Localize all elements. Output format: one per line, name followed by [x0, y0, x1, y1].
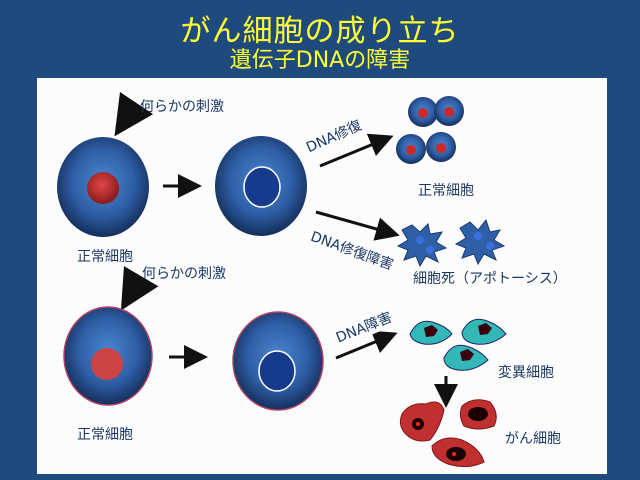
cancer-cells	[399, 399, 497, 468]
repair-failure-arrow	[315, 210, 400, 241]
apoptotic-cells	[396, 218, 506, 268]
damaged-nucleus	[243, 166, 281, 208]
normal-nucleus	[87, 172, 119, 204]
normal-cell-label-bottom: 正常細胞	[77, 427, 133, 443]
repaired-cells-label: 正常細胞	[418, 183, 474, 199]
normal-cell-bottom	[63, 306, 153, 406]
stimulus-label-top: 何らかの刺激	[140, 99, 224, 115]
normal-cell-label-top: 正常細胞	[77, 249, 133, 265]
mutant-cell-label: 変異細胞	[498, 365, 554, 381]
slide-subtitle: 遺伝子DNAの障害	[229, 48, 411, 73]
damage-arrow	[335, 330, 398, 360]
stimulus-arrow-top	[114, 91, 154, 137]
stimulus-arrow-bottom	[120, 266, 159, 311]
damaged-cell-bottom	[232, 311, 324, 411]
cancer-cell-label: がん細胞	[505, 431, 561, 447]
apoptosis-label: 細胞死（アポトーシス）	[413, 271, 567, 287]
mutant-cells	[409, 318, 507, 371]
slide-title: がん細胞の成り立ち	[180, 14, 460, 49]
repair-arrow	[319, 133, 394, 168]
normal-cell-top	[57, 137, 149, 237]
damaged-nucleus	[258, 350, 296, 392]
repaired-cells-cluster	[396, 96, 464, 164]
damaged-cell-top	[215, 136, 307, 236]
stimulus-label-bottom: 何らかの刺激	[142, 266, 226, 282]
normal-nucleus	[91, 348, 123, 380]
